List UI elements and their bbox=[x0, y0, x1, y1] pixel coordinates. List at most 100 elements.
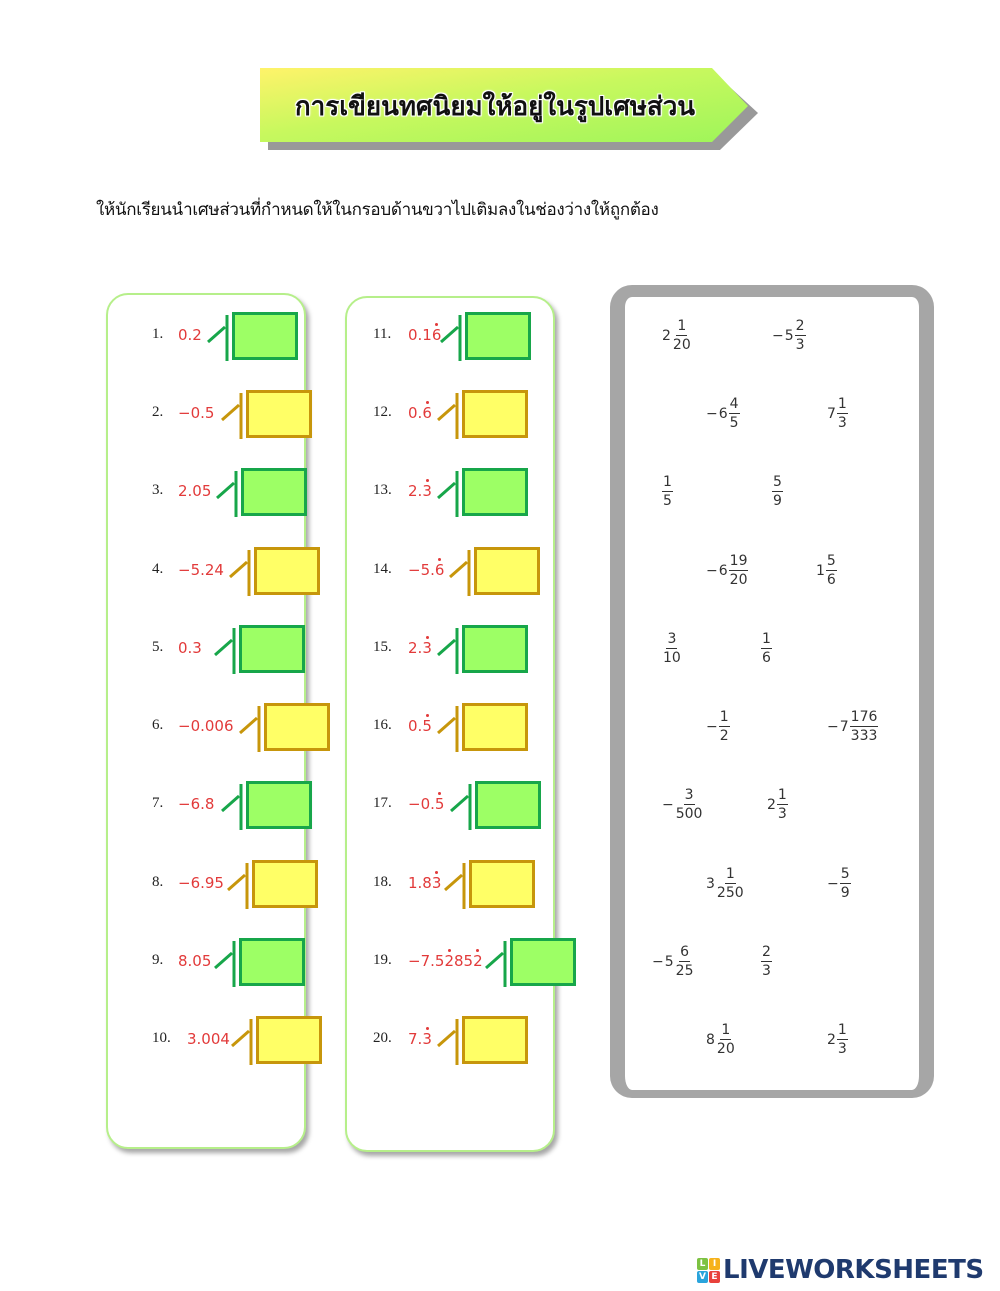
fraction-numerator: 1 bbox=[662, 474, 673, 492]
drop-connector-icon bbox=[214, 941, 236, 987]
fraction-denominator: 333 bbox=[850, 728, 878, 744]
fraction-numerator: 1 bbox=[836, 1022, 848, 1040]
fraction-sign: − bbox=[827, 718, 839, 735]
fraction-denominator: 9 bbox=[773, 493, 782, 509]
answer-drop-box-6[interactable] bbox=[264, 703, 330, 751]
fraction-denominator: 6 bbox=[762, 650, 771, 666]
answer-drop-box-8[interactable] bbox=[252, 860, 318, 908]
answer-drop-box-17[interactable] bbox=[475, 781, 541, 829]
decimal-value: −5.6 bbox=[408, 558, 445, 579]
question-row: 5.0.3 bbox=[0, 623, 1000, 675]
question-number: 9. bbox=[152, 952, 164, 968]
decimal-value: 2.3 bbox=[408, 479, 432, 500]
answer-drop-box-2[interactable] bbox=[246, 390, 312, 438]
fraction-numerator: 1 bbox=[720, 1022, 732, 1040]
answer-drop-box-16[interactable] bbox=[462, 703, 528, 751]
repeating-digit: 3 bbox=[422, 479, 432, 500]
drop-connector-icon bbox=[216, 471, 238, 517]
decimal-value: −0.006 bbox=[178, 717, 234, 735]
drop-connector-icon bbox=[231, 1019, 253, 1065]
fraction-denominator: 20 bbox=[716, 1041, 735, 1057]
answer-drop-box-12[interactable] bbox=[462, 390, 528, 438]
question-number: 14. bbox=[373, 561, 392, 577]
question-row: 14. −5.6 bbox=[0, 545, 1000, 597]
decimal-value: −6.8 bbox=[178, 795, 215, 813]
answer-drop-box-13[interactable] bbox=[462, 468, 528, 516]
fraction-numerator: 1 bbox=[676, 318, 688, 336]
question-row: 6.−0.006 bbox=[0, 701, 1000, 753]
fraction-denominator: 3 bbox=[837, 415, 847, 431]
question-number: 5. bbox=[152, 639, 164, 655]
fraction-whole: 7 bbox=[839, 718, 849, 735]
answer-drop-box-7[interactable] bbox=[246, 781, 312, 829]
answer-drop-box-1[interactable] bbox=[232, 312, 298, 360]
repeating-digit: 3 bbox=[422, 636, 432, 657]
fraction-numerator: 1 bbox=[724, 866, 736, 884]
fraction-numerator: 1 bbox=[761, 631, 772, 649]
fraction-numerator: 2 bbox=[761, 944, 772, 962]
instructions-text: ให้นักเรียนนำเศษส่วนที่กำหนดให้ในกรอบด้า… bbox=[96, 200, 659, 220]
question-number: 2. bbox=[152, 404, 164, 420]
answer-bank-panel bbox=[610, 285, 934, 1098]
fraction-whole: 6 bbox=[718, 405, 728, 422]
decimal-prefix: 1.8 bbox=[408, 874, 432, 892]
answer-drop-box-18[interactable] bbox=[469, 860, 535, 908]
drop-connector-icon bbox=[437, 393, 459, 439]
fraction-denominator: 6 bbox=[826, 572, 836, 588]
repeating-digit: 6 bbox=[434, 558, 445, 579]
decimal-prefix: 0. bbox=[408, 404, 423, 422]
decimal-value: 0.6 bbox=[408, 401, 432, 422]
answer-drop-box-4[interactable] bbox=[254, 547, 320, 595]
answer-drop-box-14[interactable] bbox=[474, 547, 540, 595]
answer-drop-box-9[interactable] bbox=[239, 938, 305, 986]
decimal-prefix: −0. bbox=[408, 795, 435, 813]
answer-drop-box-20[interactable] bbox=[462, 1016, 528, 1064]
question-row: 17.−0.5 bbox=[0, 779, 1000, 831]
fraction-denominator: 3 bbox=[837, 1041, 847, 1057]
fraction-denominator: 5 bbox=[729, 415, 739, 431]
answer-drop-box-10[interactable] bbox=[256, 1016, 322, 1064]
liveworksheets-logo[interactable]: L I V E LIVEWORKSHEETS bbox=[697, 1255, 984, 1285]
drop-connector-icon bbox=[437, 706, 459, 752]
fraction-numerator: 3 bbox=[683, 787, 695, 805]
drop-connector-icon bbox=[444, 863, 466, 909]
answer-drop-box-19[interactable] bbox=[510, 938, 576, 986]
fraction-numerator: 5 bbox=[825, 553, 837, 571]
answer-drop-box-5[interactable] bbox=[239, 625, 305, 673]
question-number: 12. bbox=[373, 404, 392, 420]
drop-connector-icon bbox=[440, 315, 462, 361]
drop-connector-icon bbox=[207, 315, 229, 361]
decimal-prefix: 7. bbox=[408, 1030, 423, 1048]
answer-drop-box-3[interactable] bbox=[241, 468, 307, 516]
drop-connector-icon bbox=[227, 863, 249, 909]
question-row: 16.0.5 bbox=[0, 701, 1000, 753]
fraction-whole: 1 bbox=[816, 562, 825, 579]
drop-connector-icon bbox=[221, 393, 243, 439]
answer-drop-box-11[interactable] bbox=[465, 312, 531, 360]
answer-drop-box-15[interactable] bbox=[462, 625, 528, 673]
